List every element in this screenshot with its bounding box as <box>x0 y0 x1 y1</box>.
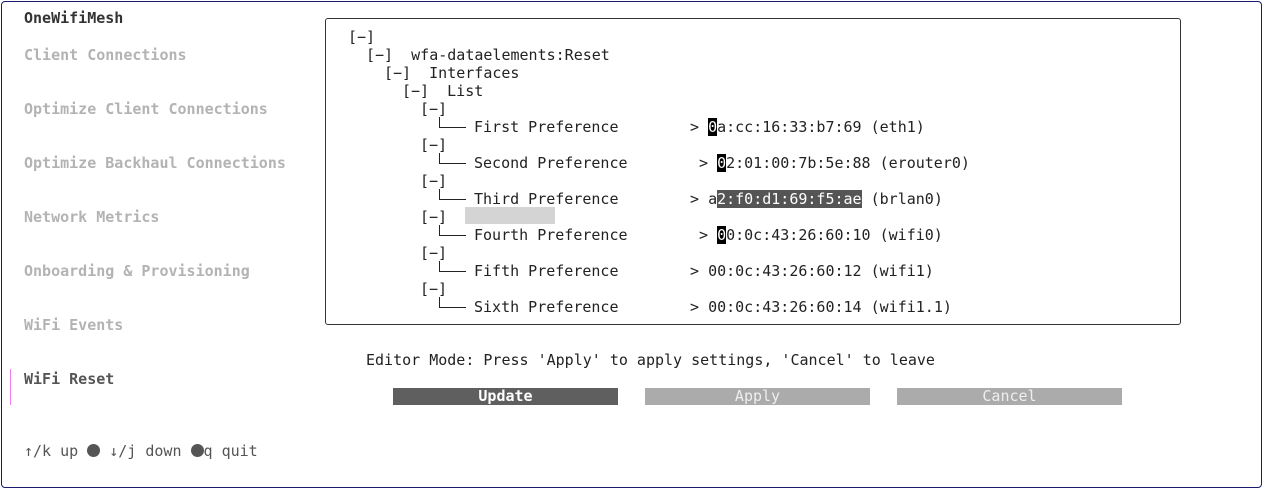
mac-value: 2:01:00:7b:5e:88 <box>726 154 871 172</box>
sidebar-item-onboarding[interactable]: Onboarding & Provisioning <box>24 262 250 280</box>
sidebar-item-optimize-backhaul[interactable]: Optimize Backhaul Connections <box>24 154 286 172</box>
text-cursor: 0 <box>708 118 718 136</box>
collapse-toggle[interactable]: [−] <box>420 136 448 154</box>
arrow-icon: > <box>699 226 709 244</box>
node-label: List <box>447 82 484 100</box>
interface-name: (brlan0) <box>870 190 943 208</box>
text-cursor: 0 <box>717 154 727 172</box>
arrow-icon: > <box>690 190 700 208</box>
mac-value: 00:0c:43:26:60:12 <box>708 262 862 280</box>
arrow-icon: > <box>690 262 700 280</box>
preference-label: Sixth Preference <box>474 298 619 316</box>
collapse-toggle[interactable]: [−] <box>348 28 376 46</box>
help-bar: ↑/k up ↓/j down q quit <box>24 442 258 460</box>
active-indicator <box>10 369 11 405</box>
tree-branch-icon <box>439 261 466 272</box>
mac-prefix: a <box>708 190 718 208</box>
mac-value: a:cc:16:33:b7:69 <box>717 118 862 136</box>
sidebar-item-wifi-reset[interactable]: WiFi Reset <box>24 370 115 388</box>
collapse-toggle[interactable]: [−] <box>420 280 448 298</box>
collapse-toggle[interactable]: [−] <box>420 244 448 262</box>
preference-label: First Preference <box>474 118 619 136</box>
sidebar-item-optimize-client[interactable]: Optimize Client Connections <box>24 100 268 118</box>
collapse-toggle[interactable]: [−] <box>366 46 394 64</box>
collapse-toggle[interactable]: [−] <box>420 172 448 190</box>
tree-branch-icon <box>439 189 466 200</box>
help-quit: q quit <box>203 442 258 460</box>
tree-branch-icon <box>439 153 466 164</box>
tree-view[interactable] <box>325 18 1181 325</box>
interface-name: (wifi1.1) <box>870 298 952 316</box>
bullet-icon <box>190 444 204 457</box>
editor-message: Editor Mode: Press 'Apply' to apply sett… <box>366 351 935 369</box>
tree-branch-icon <box>439 117 466 128</box>
mac-address-field[interactable]: > 0a:cc:16:33:b7:69 (eth1) <box>690 118 925 136</box>
cancel-button[interactable]: Cancel <box>897 388 1122 405</box>
help-up: ↑/k up <box>24 442 79 460</box>
mac-address-field[interactable]: > 02:01:00:7b:5e:88 (erouter0) <box>699 154 970 172</box>
node-label: Interfaces <box>429 64 520 82</box>
help-down: ↓/j down <box>109 442 182 460</box>
sidebar-item-client-connections[interactable]: Client Connections <box>24 46 187 64</box>
update-button[interactable]: Update <box>393 388 618 405</box>
tree-node-list[interactable]: [−] List <box>402 82 483 100</box>
collapse-toggle[interactable]: [−] <box>420 100 448 118</box>
tree-node-root[interactable]: [−] wfa-dataelements:Reset <box>366 46 610 64</box>
arrow-icon: > <box>690 298 700 316</box>
sidebar-item-wifi-events[interactable]: WiFi Events <box>24 316 124 334</box>
mac-address-field[interactable]: > 00:0c:43:26:60:14 (wifi1.1) <box>690 298 952 316</box>
collapse-toggle[interactable]: [−] <box>420 208 448 226</box>
tree-branch-icon <box>439 297 466 308</box>
scroll-highlight <box>465 207 555 224</box>
arrow-icon: > <box>699 154 709 172</box>
interface-name: (eth1) <box>870 118 925 136</box>
arrow-icon: > <box>690 118 700 136</box>
mac-address-field[interactable]: > a2:f0:d1:69:f5:ae (brlan0) <box>690 190 943 208</box>
sidebar-item-network-metrics[interactable]: Network Metrics <box>24 208 160 226</box>
mac-address-field[interactable]: > 00:0c:43:26:60:12 (wifi1) <box>690 262 934 280</box>
interface-name: (wifi1) <box>870 262 934 280</box>
app-title: OneWifiMesh <box>24 9 124 27</box>
collapse-toggle[interactable]: [−] <box>402 82 430 100</box>
preference-label: Second Preference <box>474 154 628 172</box>
collapse-toggle[interactable]: [−] <box>384 64 412 82</box>
interface-name: (wifi0) <box>879 226 943 244</box>
tree-branch-icon <box>439 225 466 236</box>
apply-button[interactable]: Apply <box>645 388 870 405</box>
mac-value: 0:0c:43:26:60:10 <box>726 226 871 244</box>
preference-label: Third Preference <box>474 190 619 208</box>
bullet-icon <box>87 444 101 457</box>
interface-name: (erouter0) <box>879 154 970 172</box>
text-cursor: 0 <box>717 226 727 244</box>
mac-address-field[interactable]: > 00:0c:43:26:60:10 (wifi0) <box>699 226 943 244</box>
preference-label: Fifth Preference <box>474 262 619 280</box>
mac-value: 00:0c:43:26:60:14 <box>708 298 862 316</box>
node-label: wfa-dataelements:Reset <box>411 46 610 64</box>
selected-text: 2:f0:d1:69:f5:ae <box>717 190 862 208</box>
preference-label: Fourth Preference <box>474 226 628 244</box>
tree-node-interfaces[interactable]: [−] Interfaces <box>384 64 519 82</box>
